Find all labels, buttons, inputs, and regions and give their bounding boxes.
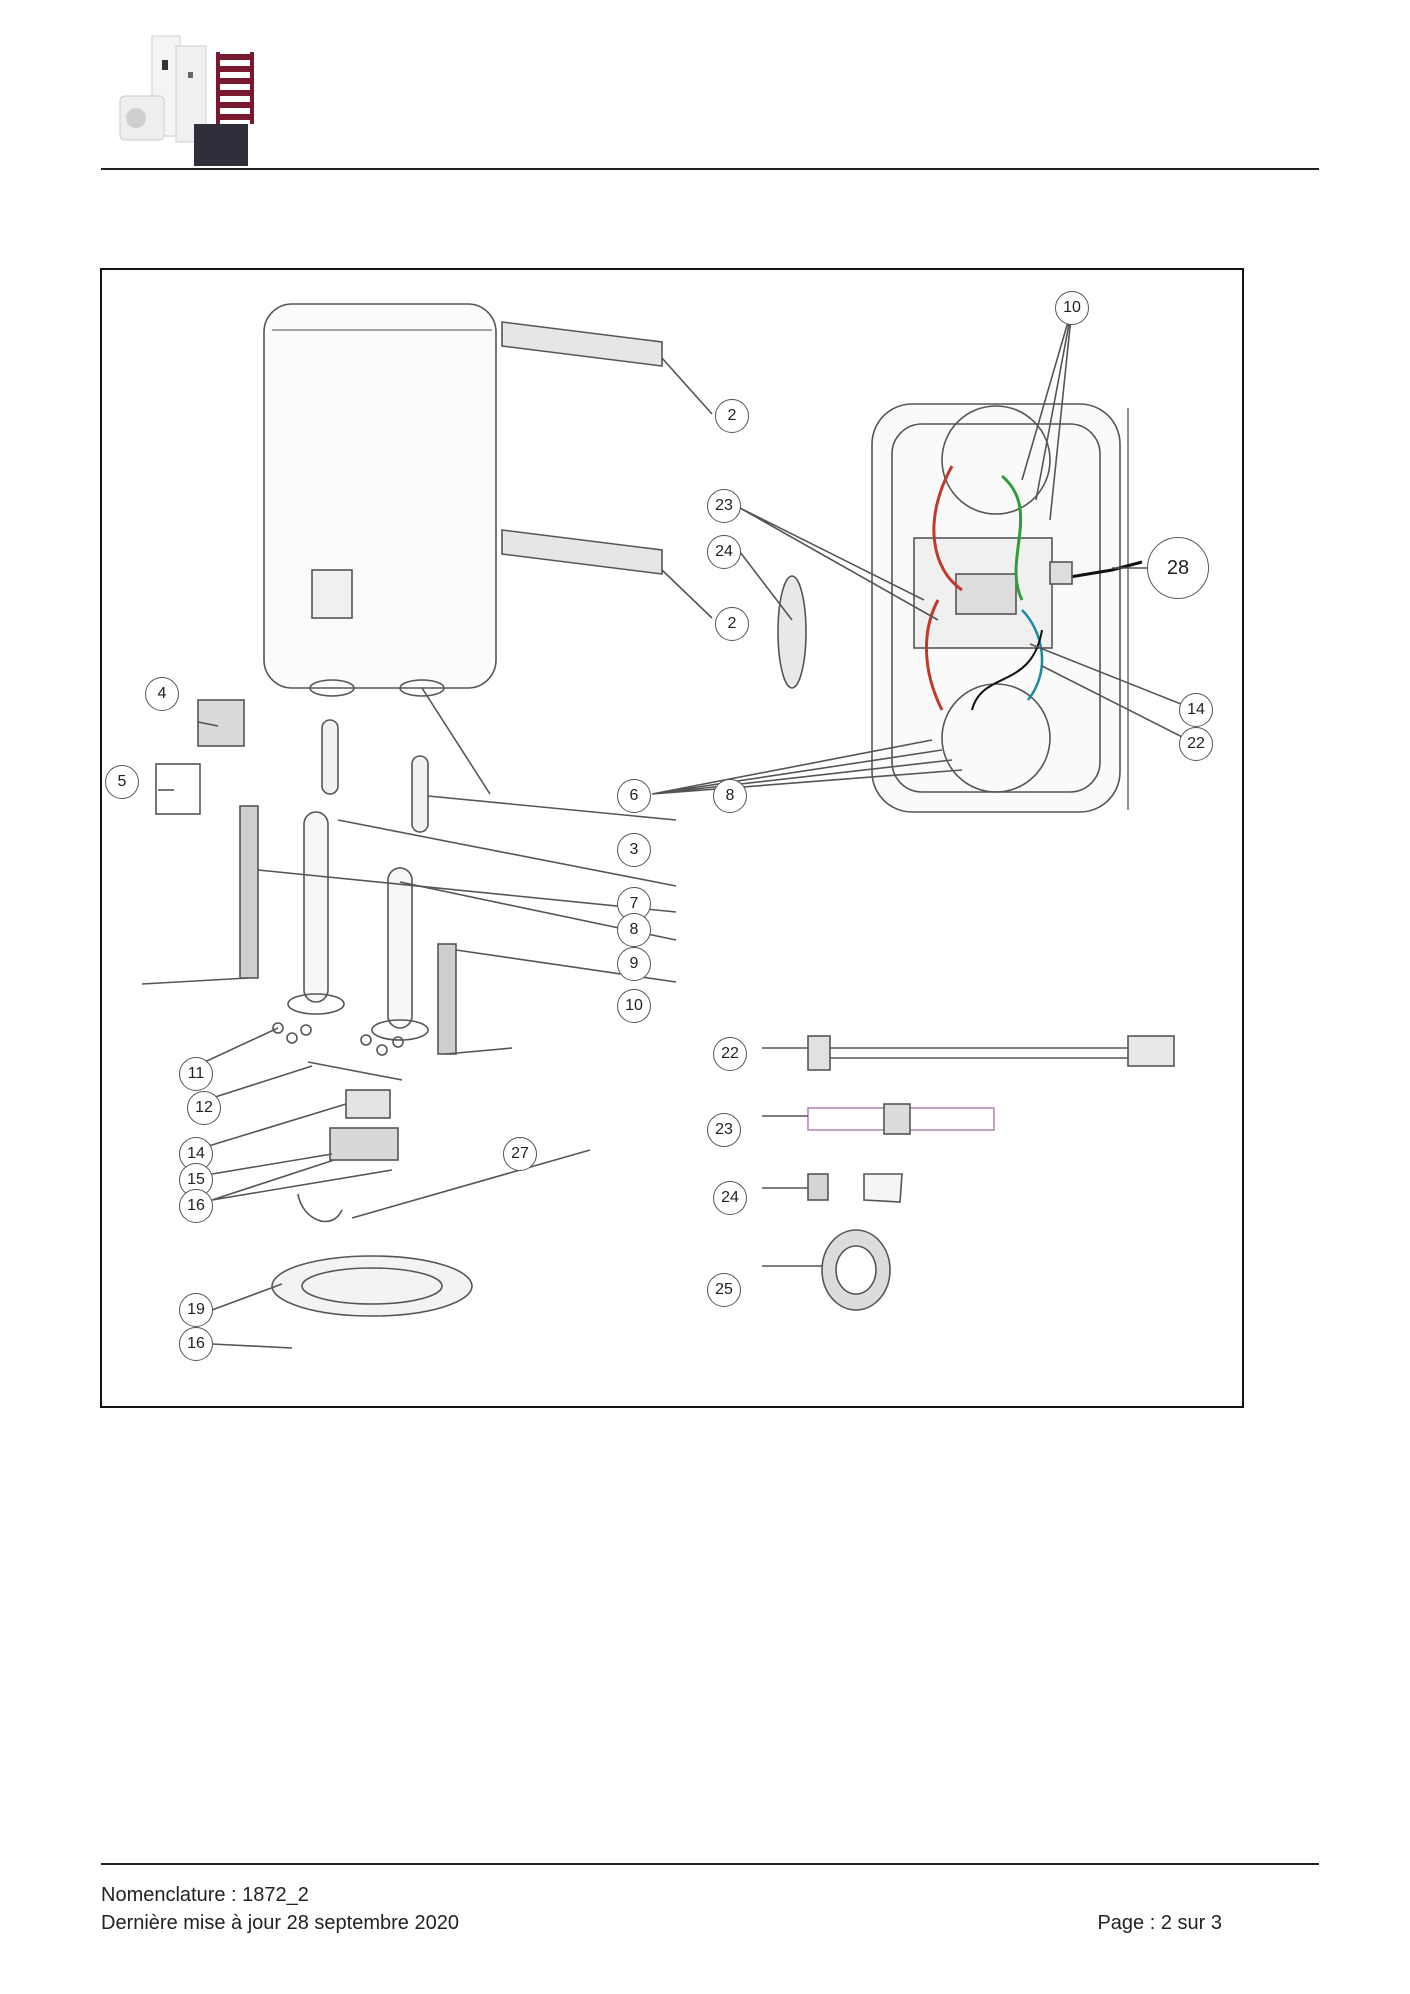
callout-23: 23 (707, 489, 741, 523)
callout-6: 6 (617, 779, 651, 813)
callout-24: 24 (713, 1181, 747, 1215)
callout-22: 22 (713, 1037, 747, 1071)
callout-4: 4 (145, 677, 179, 711)
callout-2: 2 (715, 607, 749, 641)
callout-5: 5 (105, 765, 139, 799)
callout-23: 23 (707, 1113, 741, 1147)
callout-28: 28 (1147, 537, 1209, 599)
callout-10: 10 (617, 989, 651, 1023)
last-update-label: Dernière mise à jour 28 septembre 2020 (101, 1912, 459, 1934)
callout-19: 19 (179, 1293, 213, 1327)
callout-14: 14 (1179, 693, 1213, 727)
page-number: Page : 2 sur 3 (1097, 1912, 1222, 1934)
callout-8: 8 (713, 779, 747, 813)
callout-22: 22 (1179, 727, 1213, 761)
callout-25: 25 (707, 1273, 741, 1307)
header-rule (101, 168, 1319, 170)
callout-10: 10 (1055, 291, 1089, 325)
callout-16: 16 (179, 1327, 213, 1361)
callout-9: 9 (617, 947, 651, 981)
callout-11: 11 (179, 1057, 213, 1091)
callout-27: 27 (503, 1137, 537, 1171)
callout-24: 24 (707, 535, 741, 569)
nomenclature-label: Nomenclature : 1872_2 (101, 1884, 309, 1906)
callout-3: 3 (617, 833, 651, 867)
diagram-drawing (141, 303, 1197, 1349)
exploded-parts-diagram: 10 2 23 24 28 2 4 14 22 5 6 8 3 7 8 9 10… (100, 268, 1244, 1408)
callout-12: 12 (187, 1091, 221, 1125)
product-range-logo-icon (118, 32, 278, 170)
footer-rule (101, 1863, 1319, 1865)
callout-14: 14 (179, 1137, 213, 1171)
callout-16: 16 (179, 1189, 213, 1223)
callout-2: 2 (715, 399, 749, 433)
callout-8: 8 (617, 913, 651, 947)
